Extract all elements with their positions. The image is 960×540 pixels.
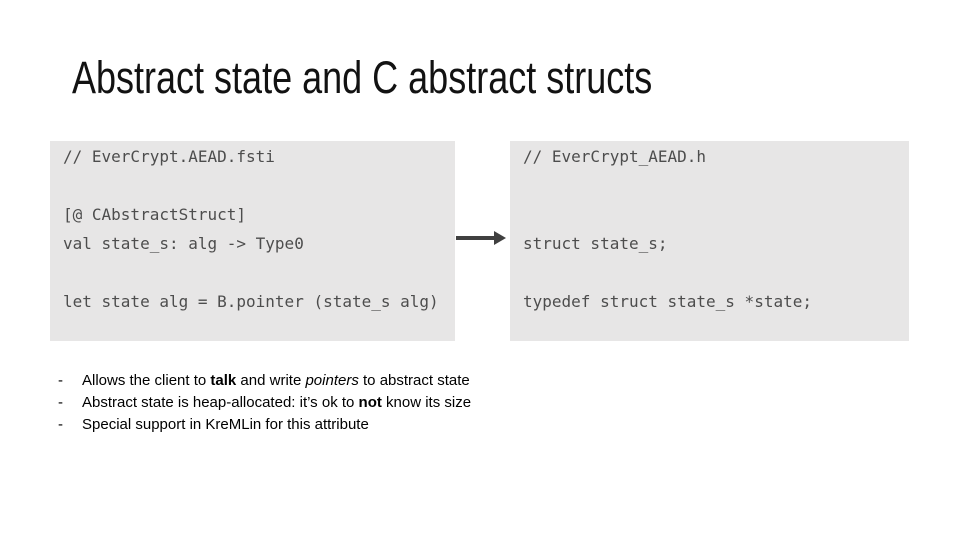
bullet-marker: - <box>58 416 63 433</box>
bullet-item: - Abstract state is heap-allocated: it’s… <box>58 392 471 414</box>
code-line-attribute: [@ CAbstractStruct] <box>63 205 247 224</box>
code-line-comment: // EverCrypt.AEAD.fsti <box>63 147 275 166</box>
bullet-list: - Allows the client to talk and write po… <box>58 370 471 436</box>
bullet-marker: - <box>58 372 63 389</box>
bullet-text: Allows the client to talk and write poin… <box>82 372 470 389</box>
bullet-item: - Allows the client to talk and write po… <box>58 370 471 392</box>
bullet-text: Special support in KreMLin for this attr… <box>82 416 369 433</box>
fstar-code-box: // EverCrypt.AEAD.fsti [@ CAbstractStruc… <box>50 141 455 341</box>
code-line-let: let state alg = B.pointer (state_s alg) <box>63 292 439 311</box>
bullet-marker: - <box>58 394 63 411</box>
code-line-typedef: typedef struct state_s *state; <box>523 292 812 311</box>
code-line-struct: struct state_s; <box>523 234 668 253</box>
code-line-comment: // EverCrypt_AEAD.h <box>523 147 707 166</box>
bullet-item: - Special support in KreMLin for this at… <box>58 414 471 436</box>
code-line-blank <box>523 258 909 287</box>
code-line-blank <box>63 171 455 200</box>
right-arrow-icon <box>494 231 506 245</box>
bullet-text: Abstract state is heap-allocated: it’s o… <box>82 394 472 411</box>
slide-title: Abstract state and C abstract structs <box>72 52 653 103</box>
code-line-blank <box>523 200 909 229</box>
code-line-blank <box>523 171 909 200</box>
arrow-tail <box>456 236 496 240</box>
code-line-val: val state_s: alg -> Type0 <box>63 234 304 253</box>
code-line-blank <box>63 258 455 287</box>
c-code-box: // EverCrypt_AEAD.h struct state_s; type… <box>510 141 909 341</box>
